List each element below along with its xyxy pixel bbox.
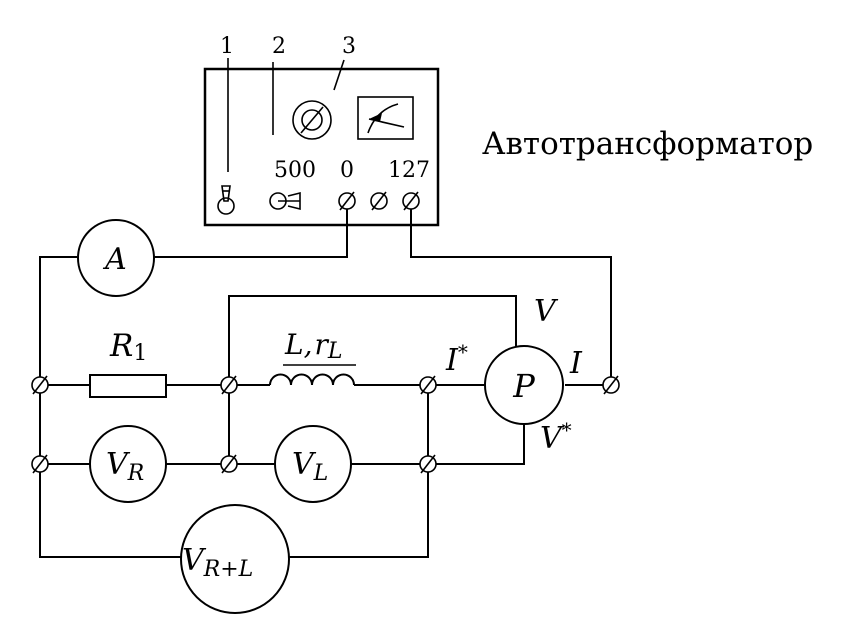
wattmeter-label-v-star: V* [540,418,572,456]
label-500: 500 [274,158,316,183]
terminal-left-top[interactable] [31,375,49,395]
inductor-label: L,rL [284,328,343,364]
wattmeter-symbol: P [512,367,535,405]
voltmeter-vrl: VR+L [180,504,290,614]
autotransformer-body [203,67,440,227]
socket-500-icon[interactable] [269,191,301,211]
voltmeter-vl: VL [274,425,352,503]
callout-label-2: 2 [272,34,286,59]
callout-label-3: 3 [342,34,356,59]
autotransformer-title: Автотрансформатор [482,126,813,162]
inductor-l [269,364,356,386]
voltmeter-vr: VR [89,425,167,503]
ammeter-symbol: A [102,242,127,277]
terminal-127[interactable] [402,191,420,211]
voltmeter-vr-symbol: VR [106,447,144,486]
power-switch-icon[interactable] [217,185,235,215]
terminal-0[interactable] [338,191,356,211]
label-0: 0 [340,158,354,183]
terminal-middle[interactable] [370,191,388,211]
dial-needle [369,113,382,122]
terminal-far-right[interactable] [602,375,620,395]
ammeter: A [77,219,155,297]
wattmeter-label-i-star: I* [445,340,468,378]
voltmeter-vl-symbol: VL [292,447,328,486]
adjustment-knob-icon[interactable] [292,100,332,140]
wattmeter-label-v: V [534,294,559,329]
wattmeter: P [484,345,564,425]
terminal-left-bottom[interactable] [31,454,49,474]
dial-gauge-icon [357,96,414,140]
terminal-right-bottom[interactable] [419,454,437,474]
terminal-right-top[interactable] [419,375,437,395]
wattmeter-label-i: I [569,346,583,381]
autotransformer: 1 2 3 500 0 127 [203,34,440,227]
wiring [39,209,612,558]
label-127: 127 [388,158,430,183]
terminal-mid-bottom[interactable] [220,454,238,474]
resistor-r1 [89,374,167,398]
callout-label-1: 1 [220,34,234,59]
terminal-mid-top[interactable] [220,375,238,395]
resistor-label: R1 [109,328,147,366]
voltmeter-vrl-symbol: VR+L [182,543,253,582]
callout-line-3 [333,59,345,91]
